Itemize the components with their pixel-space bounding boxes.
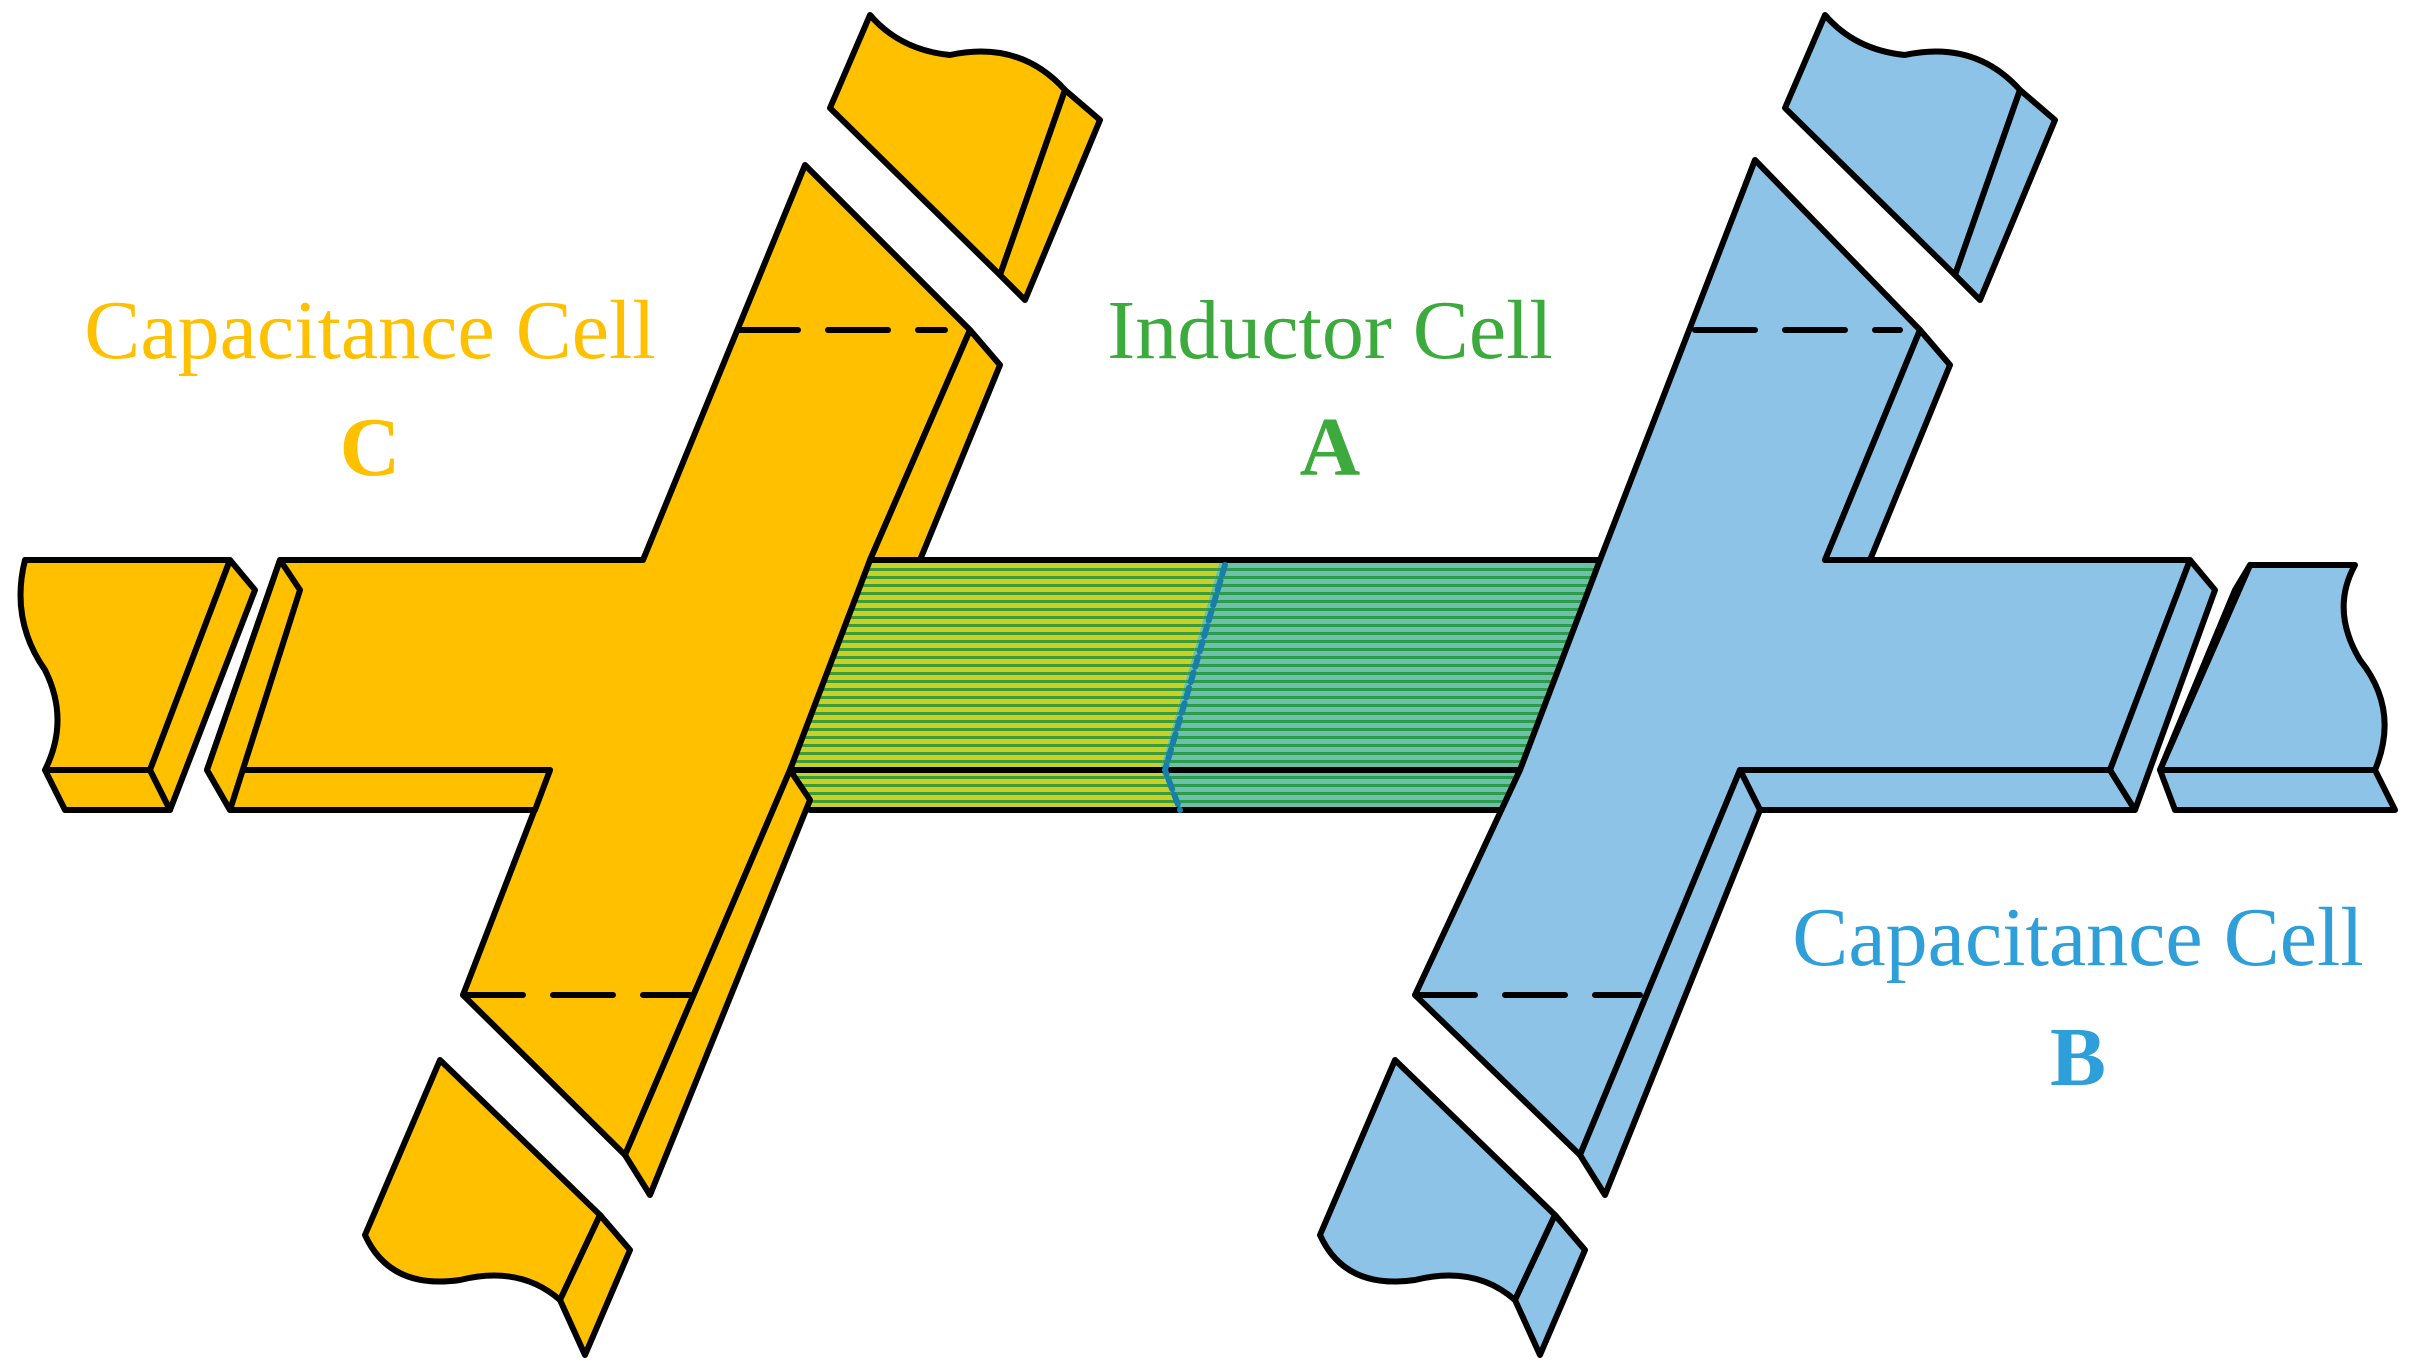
cap-c-bottom-stub-side — [557, 1212, 633, 1358]
cap-c-arm-end — [204, 557, 303, 813]
inductor-top-blue — [1160, 560, 1600, 770]
cap-b-right-stub-side — [2157, 562, 2253, 773]
cap-c-top-stub — [827, 12, 1068, 278]
cap-c-arm-front — [204, 767, 553, 813]
cap-b-arm-front — [1737, 767, 2138, 813]
cap-b-letter: B — [2050, 1011, 2106, 1104]
cap-b-bottom-stub-side — [1512, 1212, 1588, 1358]
capacitance-cell-c — [17, 12, 1103, 1358]
cap-b-top-stub — [1782, 12, 2023, 278]
inductor-top-yellow — [790, 560, 1220, 770]
cap-b-top-stub-side — [1952, 87, 2058, 303]
cap-b-right-stub — [2157, 562, 2388, 773]
capacitance-cell-b — [1317, 12, 2398, 1358]
cap-b-right-stub-front — [2157, 767, 2398, 813]
cap-c-diag-side-lower — [622, 767, 813, 1198]
cap-b-arm-end — [2107, 557, 2218, 813]
cap-c-letter: C — [340, 401, 401, 494]
inductor-title: Inductor Cell — [1107, 284, 1553, 377]
cap-c-title: Capacitance Cell — [84, 284, 655, 377]
inductor-divider — [1162, 562, 1228, 813]
cap-b-bottom-stub — [1317, 1057, 1558, 1303]
inductor-front-yellow — [790, 770, 1180, 810]
cap-c-diag-side — [867, 327, 1003, 563]
inductor-letter: A — [1300, 401, 1361, 494]
cap-c-top-stub-side — [997, 87, 1103, 303]
inductor-front-blue — [1160, 770, 1520, 810]
cap-c-bottom-stub — [362, 1057, 603, 1303]
cap-b-diag-side — [1822, 327, 1953, 563]
cap-b-diag-side-lower — [1577, 767, 1763, 1198]
cap-c-left-stub — [17, 557, 233, 773]
cap-c-left-stub-side — [147, 557, 258, 813]
inductor-cell-a — [787, 557, 1603, 813]
cap-b-title: Capacitance Cell — [1792, 891, 2363, 984]
